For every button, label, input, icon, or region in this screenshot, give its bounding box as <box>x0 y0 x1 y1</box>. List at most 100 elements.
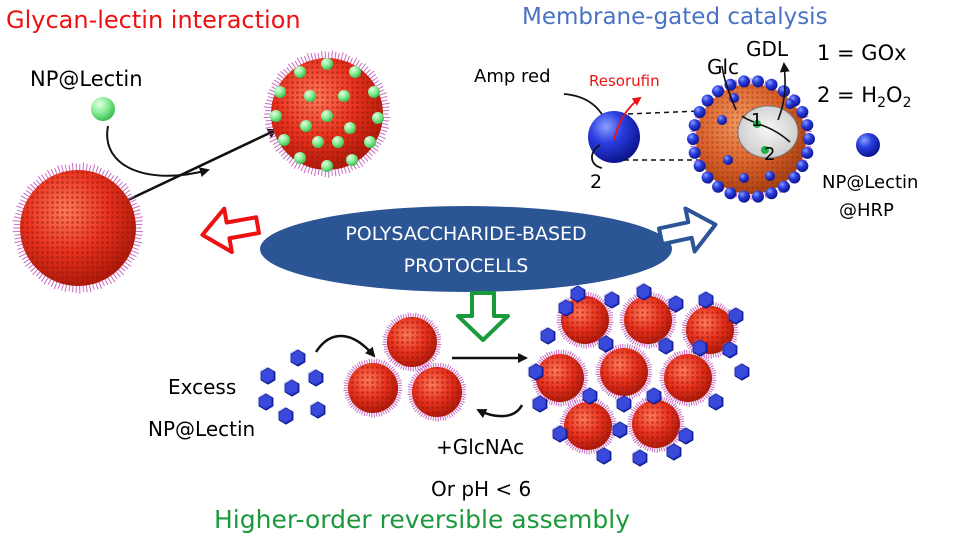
bound-lectin-nanoparticle <box>338 90 350 102</box>
label-1-in-cell: 1 <box>751 110 762 131</box>
hrp-nanoparticle <box>693 159 706 172</box>
cluster-lectin-nanoparticle <box>698 291 714 309</box>
cluster-lectin-nanoparticle <box>616 395 632 413</box>
cluster-lectin-nanoparticle <box>722 341 738 359</box>
center-ellipse <box>260 206 672 292</box>
center-label-line2: PROTOCELLS <box>404 255 529 277</box>
cluster-lectin-nanoparticle <box>668 295 684 313</box>
bound-lectin-nanoparticle <box>312 136 324 148</box>
cluster-lectin-nanoparticle <box>612 421 628 439</box>
lectin-nanoparticle-hex <box>260 367 276 385</box>
np-hrp-label-line1: NP@Lectin <box>822 172 918 193</box>
bound-lectin-nanoparticle <box>321 160 333 172</box>
bound-lectin-nanoparticle <box>321 58 333 70</box>
reverse-label-line1: +GlcNAc <box>436 435 524 459</box>
np-lectin-label-left: NP@Lectin <box>30 67 143 91</box>
bound-lectin-nanoparticle <box>372 112 384 124</box>
cluster-lectin-nanoparticle <box>708 393 724 411</box>
protocell-trio <box>343 312 467 422</box>
bound-lectin-nanoparticle <box>274 86 286 98</box>
bound-lectin-nanoparticle <box>344 122 356 134</box>
binding-straight-arrow <box>127 128 278 202</box>
hrp-nanoparticle <box>801 119 814 132</box>
legend-h2o2: 2 = H2O2 <box>817 83 911 111</box>
hrp-nanoparticle <box>738 75 751 88</box>
cluster-lectin-nanoparticle <box>582 387 598 405</box>
protocell-bare-large <box>12 162 144 294</box>
lectin-nanoparticle-hex <box>308 369 324 387</box>
hrp-nanoparticle <box>777 85 790 98</box>
cluster-lectin-nanoparticle <box>666 443 682 461</box>
lectin-nanoparticle-hex <box>284 379 300 397</box>
assembly-reverse-arrow <box>476 404 524 419</box>
np-hrp-legend-icon <box>856 133 880 157</box>
lectin-nanoparticle-hex <box>258 393 274 411</box>
legend-gox: 1 = GOx <box>817 41 907 65</box>
cluster-lectin-nanoparticle <box>532 395 548 413</box>
protocell-assembly-cluster <box>527 282 750 467</box>
cluster-lectin-nanoparticle <box>734 363 750 381</box>
resorufin-label: Resorufin <box>589 72 660 90</box>
hrp-nanoparticle <box>765 78 778 91</box>
bound-lectin-nanoparticle <box>300 120 312 132</box>
bound-lectin-nanoparticle <box>294 152 306 164</box>
cluster-lectin-nanoparticle <box>558 299 574 317</box>
hrp-nanoparticle <box>687 133 699 145</box>
label-2-in-cell: 2 <box>764 144 775 165</box>
cluster-lectin-nanoparticle <box>678 427 694 445</box>
hrp-nanoparticle <box>765 171 775 181</box>
hollow-arrow-right <box>656 206 718 254</box>
excess-label-line2: NP@Lectin <box>148 417 255 441</box>
title-membrane-catalysis: Membrane-gated catalysis <box>522 4 828 30</box>
cluster-lectin-nanoparticle <box>632 449 648 467</box>
protocell-lectin-coated <box>263 50 391 178</box>
protocell-lumen <box>737 105 799 159</box>
hrp-nanoparticle <box>739 173 749 183</box>
amp-red-label: Amp red <box>474 66 551 87</box>
bound-lectin-nanoparticle <box>346 154 358 166</box>
hrp-nanoparticle <box>723 155 733 165</box>
cluster-lectin-nanoparticle <box>596 447 612 465</box>
hrp-nanoparticle <box>712 180 725 193</box>
cluster-lectin-nanoparticle <box>728 307 744 325</box>
bound-lectin-nanoparticle <box>278 134 290 146</box>
cluster-lectin-nanoparticle <box>658 337 674 355</box>
gdl-label: GDL <box>746 37 789 61</box>
hollow-arrow-left <box>200 206 261 255</box>
bound-lectin-nanoparticle <box>270 110 282 122</box>
excess-nanoparticles <box>257 348 326 425</box>
gox-dot-1 <box>753 120 761 128</box>
hrp-nanoparticle <box>738 190 751 203</box>
hrp-nanoparticle <box>688 119 701 132</box>
hrp-nanoparticle <box>796 106 809 119</box>
bound-lectin-nanoparticle <box>332 136 344 148</box>
lectin-nanoparticle-hex <box>278 407 294 425</box>
cluster-lectin-nanoparticle <box>646 387 662 405</box>
hrp-nanoparticle <box>751 190 764 203</box>
cluster-lectin-nanoparticle <box>636 283 652 301</box>
gdl-outflow-arrow <box>777 62 790 121</box>
bound-lectin-nanoparticle <box>321 110 333 122</box>
assembly-curved-arrow <box>314 334 376 358</box>
bound-lectin-nanoparticle <box>349 66 361 78</box>
lectin-nanoparticle-hex <box>310 401 326 419</box>
bound-lectin-nanoparticle <box>304 90 316 102</box>
reverse-label-line2: Or pH < 6 <box>431 477 531 501</box>
h2o2-curl-arrow <box>591 144 603 169</box>
hrp-nanoparticle <box>701 94 714 107</box>
hrp-nanoparticle <box>796 159 809 172</box>
hrp-nanoparticle <box>724 187 737 200</box>
cluster-lectin-nanoparticle <box>604 291 620 309</box>
cluster-lectin-nanoparticle <box>692 339 708 357</box>
cluster-lectin-nanoparticle <box>528 363 544 381</box>
resorufin-arrow <box>613 96 642 141</box>
cluster-lectin-nanoparticle <box>570 285 586 303</box>
hrp-nanoparticle <box>777 180 790 193</box>
catalysis-curl <box>741 115 791 143</box>
bound-lectin-nanoparticle <box>368 86 380 98</box>
title-glycan-lectin: Glycan-lectin interaction <box>6 6 301 34</box>
hrp-nanoparticle <box>765 187 778 200</box>
center-label-line1: POLYSACCHARIDE-BASED <box>345 223 586 245</box>
